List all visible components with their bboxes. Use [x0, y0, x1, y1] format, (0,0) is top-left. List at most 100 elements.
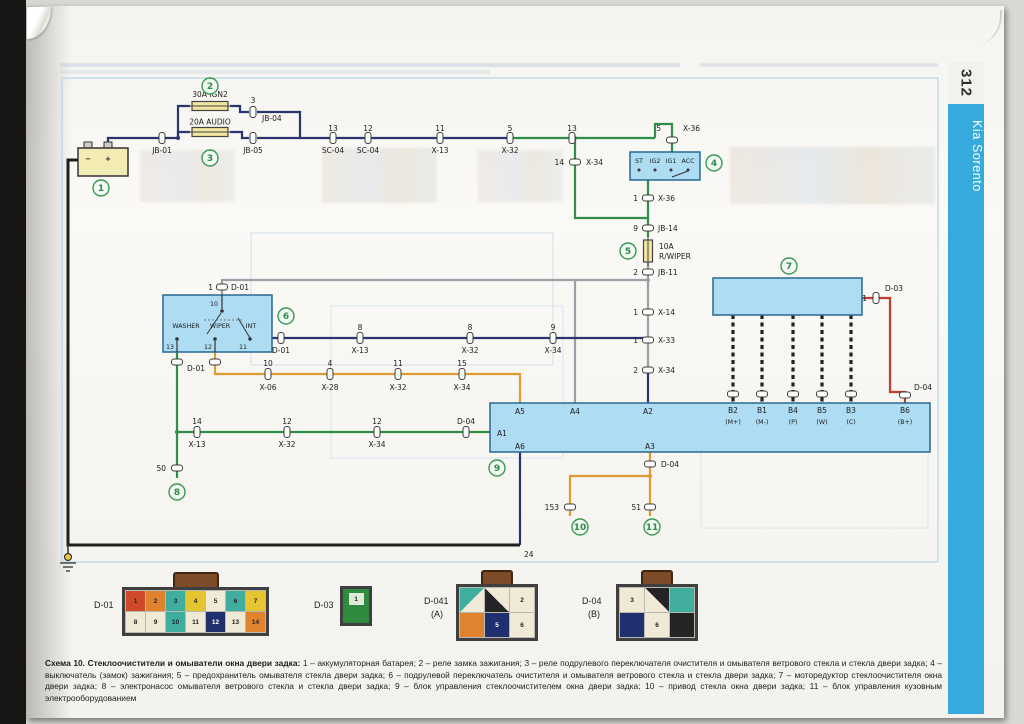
connector-symbol: [569, 158, 581, 166]
node-jb11-pin: 2: [633, 268, 638, 277]
battery-plus: +: [105, 155, 111, 163]
pin-cell: [670, 588, 694, 612]
connector-symbol: [171, 464, 183, 472]
node-x06-pin: 10: [263, 359, 273, 368]
node-24: 24: [524, 550, 534, 559]
pin-cell: [620, 613, 644, 637]
callout-2: [201, 77, 219, 95]
node-153: 153: [545, 503, 560, 512]
node-d04m: D-04: [661, 460, 679, 469]
sw-contact: [175, 337, 179, 341]
sw-wiper: WIPER: [210, 323, 231, 330]
connector-symbol: [727, 390, 739, 398]
pin-b1: B1: [757, 406, 767, 415]
connector-symbol: [462, 426, 470, 438]
junction: [176, 136, 180, 140]
battery-terminal: [103, 141, 113, 149]
connector-symbol: [364, 132, 372, 144]
page-number-box: 312: [948, 62, 984, 104]
hatched-motor-wires: [731, 315, 853, 403]
connector-symbol: [845, 390, 857, 398]
node-x14: X-14: [658, 308, 675, 317]
callout-4-num: 4: [711, 159, 717, 169]
node-x13b-pin: 8: [358, 323, 363, 332]
pin-a6: A6: [515, 442, 525, 451]
connector-symbol: [458, 368, 466, 380]
connector-symbol: [568, 132, 576, 144]
pin-b1-sub: (M-): [756, 419, 769, 426]
node-x34m: X-34: [658, 366, 675, 375]
connector-tab: [172, 572, 219, 587]
pictogram-label-d041-sub: (A): [431, 609, 443, 619]
pin-b4: B4: [788, 406, 798, 415]
node-x33-pin: 1: [633, 336, 638, 345]
page-number: 312: [957, 68, 975, 98]
callout-10-num: 10: [574, 523, 587, 533]
ignition-switch-block: [629, 151, 701, 181]
pin-b6-sub: (B+): [898, 419, 913, 426]
node-x34b: X-34: [544, 346, 561, 355]
callout-6-num: 6: [283, 312, 289, 322]
pin-b6: B6: [900, 406, 910, 415]
pin-b2: B2: [728, 406, 738, 415]
connector-symbol: [644, 460, 656, 468]
node-d01b: D-01: [187, 364, 205, 373]
callout-3-num: 3: [207, 154, 213, 164]
binding-shadow: [26, 6, 72, 718]
sw-arm: [206, 312, 222, 335]
node-x13c-pin: 14: [192, 417, 202, 426]
pictogram-label-d04-sub: (B): [588, 609, 600, 619]
node-sc04a-pin: 13: [328, 124, 338, 133]
pin-cell: 9: [146, 612, 165, 632]
connector-symbol: [171, 358, 183, 366]
node-x32c: X-32: [389, 383, 406, 392]
battery: [77, 147, 129, 177]
node-x36b: X-36: [658, 194, 675, 203]
connector-symbol: [277, 332, 285, 344]
pin-a2: A2: [643, 407, 653, 416]
connector-symbol: [642, 308, 654, 316]
connector-symbol: [549, 332, 557, 344]
node-x32b: X-32: [461, 346, 478, 355]
pin-cell: 6: [645, 613, 669, 637]
connector-symbol: [756, 390, 768, 398]
connector-symbol: [158, 132, 166, 144]
ghost-box: [330, 305, 564, 459]
connector-body: 1 2 3 4 5 6 7 8 9 10 11 12 13 14: [122, 587, 269, 636]
connector-symbol: [436, 132, 444, 144]
connector-pictogram-d03: 1: [340, 586, 372, 626]
junction: [648, 474, 652, 478]
wire-pump-green: [175, 352, 490, 478]
fuse-10a-amp: 10A: [659, 242, 675, 251]
figure-caption: Схема 10. Стеклоочистители и омыватели о…: [45, 658, 942, 704]
ground-symbol: [60, 545, 76, 572]
callout-5-num: 5: [625, 247, 631, 257]
connector-symbol: [209, 358, 221, 366]
wire-ignition-green: [510, 122, 674, 237]
connector-symbol: [394, 368, 402, 380]
connector-symbol: [283, 426, 291, 438]
brand-label: Kia Sorento: [970, 120, 984, 192]
callout-2-num: 2: [207, 82, 213, 92]
connector-symbol: [373, 426, 381, 438]
connector-pictogram-d04: 3 6: [616, 570, 698, 641]
node-x14-pin: 1: [633, 308, 638, 317]
pin-cell: [645, 588, 669, 612]
node-x36t: X-36: [683, 124, 700, 133]
ign-switch-arm: [671, 170, 689, 178]
ign-contact: [637, 168, 641, 172]
connector-body: 1: [340, 586, 372, 626]
connector-symbol: [642, 268, 654, 276]
connector-symbol: [249, 132, 257, 144]
node-d01t-pin: 1: [208, 283, 213, 292]
node-x34b-pin: 9: [551, 323, 556, 332]
connector-pictogram-d01: 1 2 3 4 5 6 7 8 9 10 11 12 13 14: [122, 572, 269, 636]
connector-symbol: [642, 336, 654, 344]
connector-symbol: [642, 194, 654, 202]
pin-cell: 2: [146, 591, 165, 611]
node-sc04b: SC-04: [357, 146, 379, 155]
callout-6: [277, 307, 295, 325]
wire-gray-feed: [220, 263, 650, 403]
sw-pin10: 10: [210, 301, 218, 308]
